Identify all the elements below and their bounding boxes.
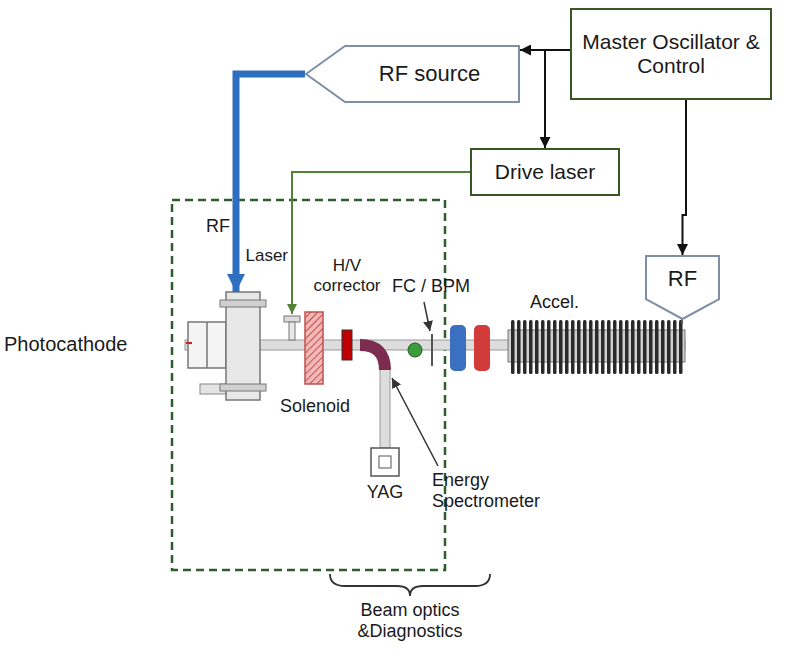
part-label: Photocathode: [4, 333, 174, 356]
accelerator-cell: [559, 320, 563, 374]
part-label: Laser: [240, 246, 288, 266]
dipole-magnet: [360, 345, 385, 370]
laser-port: [284, 316, 300, 340]
accelerator-cell: [661, 320, 665, 374]
part-label: RF: [198, 216, 230, 237]
leader-arrow: [424, 302, 430, 331]
node-outline: [306, 46, 519, 102]
accelerator-cell: [583, 320, 587, 374]
accelerator-cell: [637, 320, 641, 374]
rf-box: RF: [645, 255, 720, 320]
source-box: RF source: [305, 45, 520, 103]
laser-box: Drive laser: [470, 148, 620, 196]
rf-feed-arrow: [236, 74, 305, 292]
part-label: Accel.: [530, 292, 610, 313]
node-text: Master Oscillator & Control: [582, 30, 760, 78]
accelerator-cell: [571, 320, 575, 374]
part-label: FC / BPM: [392, 276, 502, 297]
accelerator-cell: [511, 320, 515, 374]
accelerator-cell: [673, 320, 677, 374]
yag-screen: [371, 448, 399, 476]
accelerator-cell: [649, 320, 653, 374]
accelerator-cell: [517, 320, 521, 374]
signal-arrow: [545, 50, 570, 148]
accelerator-cell: [655, 320, 659, 374]
part-label: H/V corrector: [302, 256, 392, 295]
node-text: Drive laser: [495, 160, 595, 184]
node-outline: [646, 256, 719, 319]
accelerator-cell: [529, 320, 533, 374]
accelerator-cell: [667, 320, 671, 374]
accelerator-cell: [577, 320, 581, 374]
rf-cavity: [200, 292, 266, 400]
solenoid-magnet: [305, 312, 323, 384]
group-label: Beam optics &Diagnostics: [320, 600, 500, 641]
accelerator-cell: [631, 320, 635, 374]
faraday-cup: [431, 334, 433, 366]
accelerator-cell: [547, 320, 551, 374]
node-text: RF source: [379, 61, 480, 86]
quadrupole-magnet: [474, 325, 490, 371]
part-label: Solenoid: [270, 396, 360, 417]
accelerator-structure: [508, 320, 685, 374]
bpm-symbol: [408, 343, 422, 357]
accelerator-cell: [589, 320, 593, 374]
signal-arrow: [683, 100, 687, 255]
group-brace: [330, 574, 490, 596]
accelerator-cell: [535, 320, 539, 374]
photocathode-symbol: [186, 322, 226, 368]
accelerator-cell: [553, 320, 557, 374]
gun-region: [172, 200, 445, 570]
control-box: Master Oscillator & Control: [570, 8, 772, 100]
accelerator-cell: [541, 320, 545, 374]
accelerator-cell: [679, 320, 683, 374]
accelerator-cell: [523, 320, 527, 374]
accelerator-cell: [607, 320, 611, 374]
accelerator-cell: [595, 320, 599, 374]
accelerator-cell: [565, 320, 569, 374]
accelerator-cell: [625, 320, 629, 374]
accelerator-cell: [613, 320, 617, 374]
accelerator-cell: [619, 320, 623, 374]
part-label: YAG: [350, 482, 420, 503]
corrector-magnet: [342, 330, 352, 360]
node-text: RF: [668, 266, 697, 291]
leader-arrow: [392, 378, 438, 466]
accelerator-cell: [601, 320, 605, 374]
part-label: Energy Spectrometer: [432, 470, 572, 511]
accelerator-cell: [643, 320, 647, 374]
quadrupole-magnet: [450, 325, 466, 371]
spectrometer-leg: [380, 368, 390, 448]
